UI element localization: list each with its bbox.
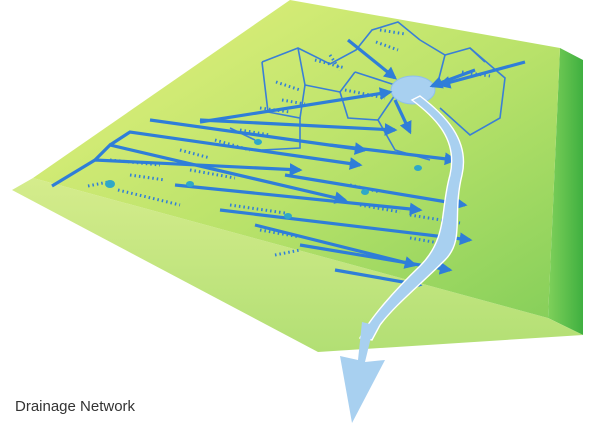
terrain-side-face	[548, 48, 583, 335]
pond-marker	[414, 165, 422, 171]
river-outflow	[340, 95, 465, 423]
diagram-caption: Drainage Network	[15, 398, 136, 415]
pond-marker	[361, 189, 369, 195]
pond-marker	[284, 213, 292, 219]
dotted-laterals	[87, 28, 491, 257]
outflow-arrow	[340, 322, 385, 423]
pond-marker	[105, 180, 115, 188]
pond-marker	[186, 181, 194, 187]
small-ponds	[105, 139, 422, 219]
terrain-front-face	[12, 178, 583, 352]
pond-marker	[254, 139, 262, 145]
